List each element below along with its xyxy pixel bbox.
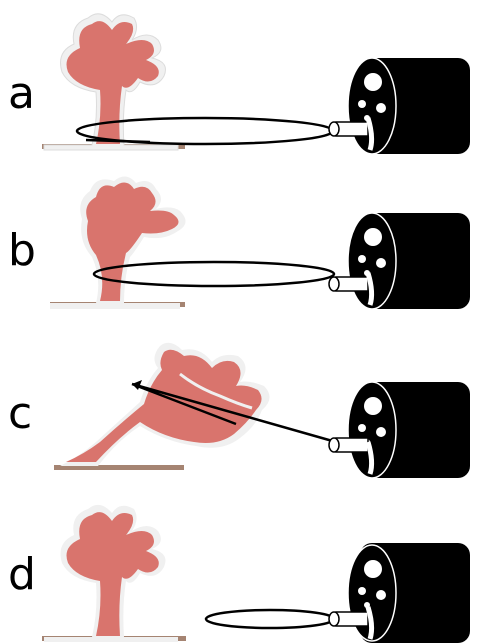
snare-loop bbox=[94, 262, 334, 286]
endoscope-icon bbox=[329, 58, 470, 154]
endoscope-icon bbox=[329, 543, 470, 643]
panel-label-c: c bbox=[8, 392, 32, 436]
endoscope-icon bbox=[329, 382, 470, 478]
panel-b-scene bbox=[0, 161, 485, 322]
endoscope-icon bbox=[329, 213, 470, 309]
panel-a: a bbox=[0, 0, 485, 161]
panel-c-scene bbox=[0, 322, 485, 483]
panel-a-scene bbox=[0, 0, 485, 161]
panel-c: c bbox=[0, 322, 485, 483]
panel-b: b bbox=[0, 161, 485, 322]
panel-label-d: d bbox=[8, 553, 36, 597]
snare-loop bbox=[206, 610, 334, 628]
panel-label-a: a bbox=[8, 72, 35, 116]
panel-d-scene bbox=[0, 483, 485, 644]
panel-label-b: b bbox=[8, 229, 36, 273]
panel-d: d bbox=[0, 483, 485, 644]
